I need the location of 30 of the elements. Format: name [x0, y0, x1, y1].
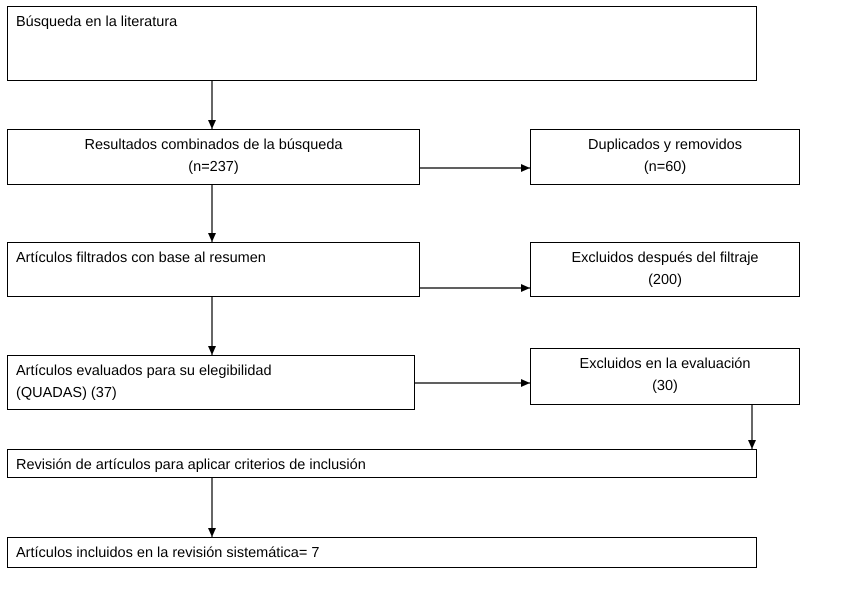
arrow	[208, 81, 216, 129]
box-text: Artículos filtrados con base al resumen	[16, 249, 266, 268]
arrow	[420, 164, 530, 172]
box-text: Búsqueda en la literatura	[16, 13, 178, 32]
arrow	[748, 405, 756, 449]
process-box	[530, 348, 800, 405]
box-text: Revisión de artículos para aplicar criterios de inclusión	[16, 456, 366, 475]
box-text: (30)	[652, 377, 678, 396]
arrow	[420, 284, 530, 292]
box-text: (n=60)	[644, 158, 686, 178]
process-box	[7, 449, 757, 478]
arrow	[415, 379, 530, 387]
process-box	[7, 129, 420, 185]
box-text: Artículos evaluados para su elegibilidad (QUADAS) (37)	[16, 362, 273, 404]
arrow	[208, 478, 216, 537]
box-text: Excluidos en la evaluación	[580, 355, 750, 374]
process-box	[7, 242, 420, 297]
box-text: (n=237)	[188, 158, 239, 178]
box-text: Artículos incluidos en la revisión sistemática= 7	[16, 544, 320, 563]
process-box	[530, 242, 800, 297]
process-box	[7, 6, 757, 81]
box-text: Duplicados y removidos	[588, 136, 742, 155]
box-text: Excluidos después del filtraje	[572, 249, 758, 268]
box-text: (200)	[648, 271, 682, 290]
arrow	[208, 297, 216, 355]
process-box	[7, 537, 757, 568]
box-text: Resultados combinados de la búsqueda	[84, 136, 342, 155]
process-box	[7, 355, 415, 410]
process-box	[530, 129, 800, 185]
arrow	[208, 185, 216, 242]
